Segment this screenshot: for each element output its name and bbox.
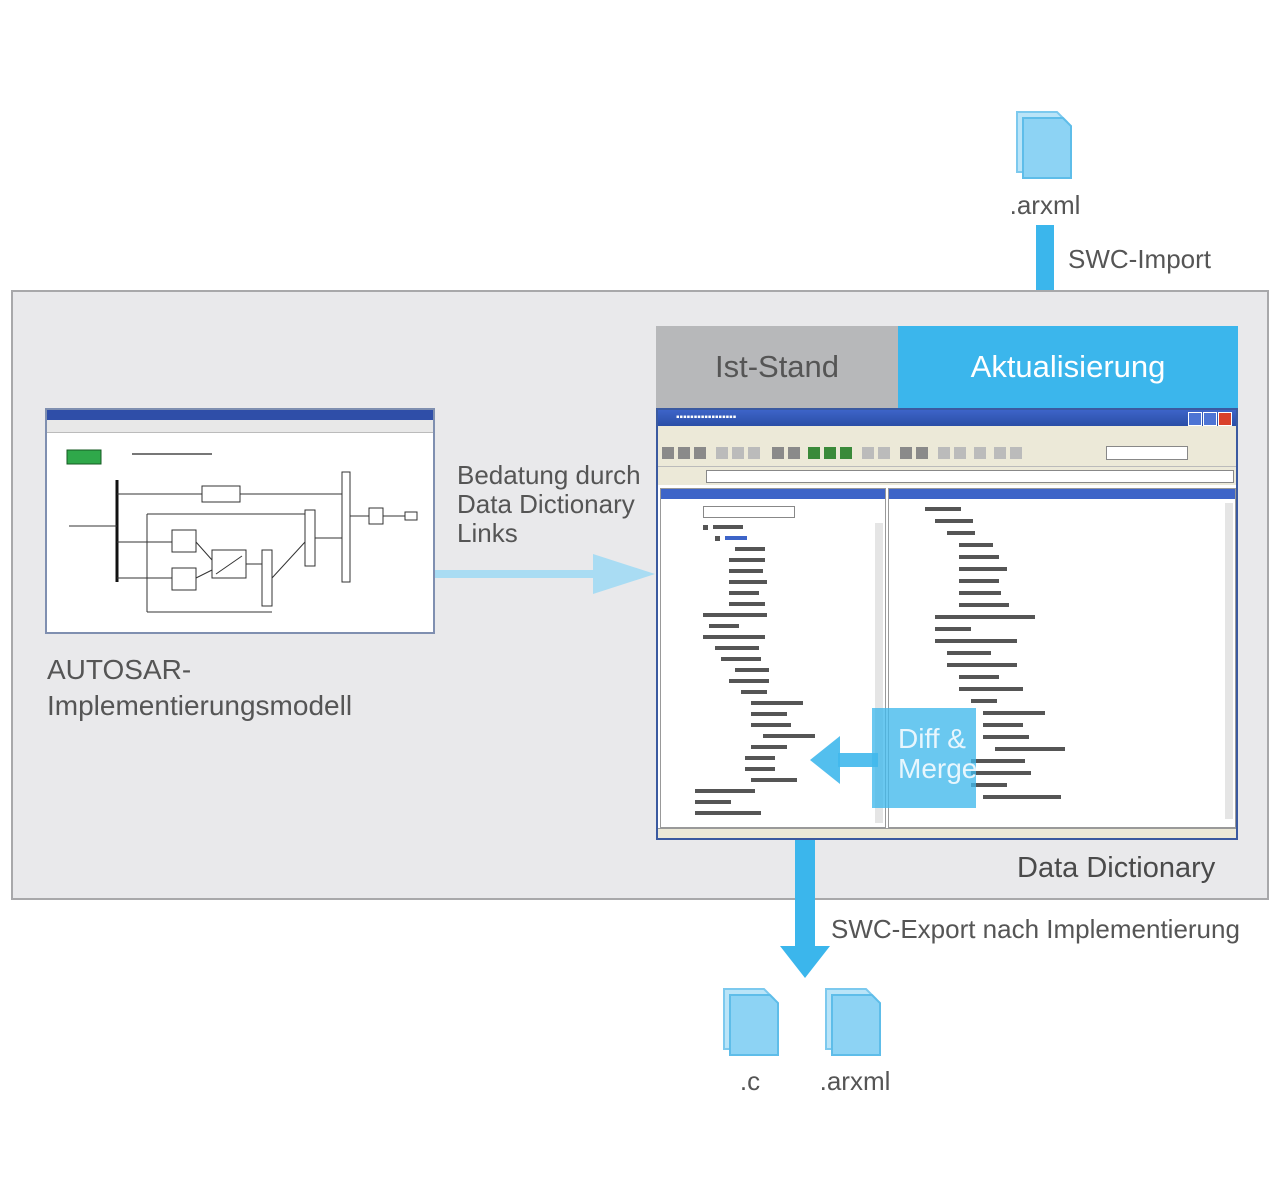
right-tree xyxy=(925,507,1065,799)
bedatung-label-line3: Links xyxy=(457,518,518,548)
left-tree xyxy=(695,525,815,815)
diff-merge-label-line2: Merge xyxy=(898,753,978,784)
dd-toolbar-dropdown xyxy=(1106,446,1188,460)
export-c-label: .c xyxy=(739,1066,761,1096)
autosar-model-window xyxy=(45,408,435,634)
autosar-label-line1: AUTOSAR- xyxy=(47,654,192,685)
right-pane-header xyxy=(889,489,1235,499)
dd-toolbar xyxy=(658,440,1236,467)
swc-export-label: SWC-Export nach Implementierung xyxy=(831,914,1240,944)
diff-merge-box xyxy=(872,708,976,808)
c-file-icon xyxy=(723,988,779,1056)
bedatung-label-line2: Data Dictionary xyxy=(457,489,635,519)
minimize-icon xyxy=(1188,412,1202,426)
tab-aktualisierung: Aktualisierung xyxy=(898,326,1238,408)
bedatung-arrow xyxy=(435,554,655,594)
left-pane-header xyxy=(661,489,885,499)
model-window-menubar xyxy=(47,420,433,433)
tab-ist-stand: Ist-Stand xyxy=(656,326,898,408)
dd-window-titlebar: ▪▪▪▪▪▪▪▪▪▪▪▪▪▪▪▪▪ xyxy=(658,410,1236,426)
dd-path-bar xyxy=(658,467,1236,485)
export-arxml-label: .arxml xyxy=(819,1066,891,1096)
left-pane-scrollbar xyxy=(875,523,883,823)
dd-status-bar xyxy=(658,828,1236,838)
diff-merge-label-line1: Diff & xyxy=(898,723,966,754)
right-pane-scrollbar xyxy=(1225,503,1233,819)
diff-merge-arrow xyxy=(810,736,878,784)
dd-menubar xyxy=(658,426,1236,440)
data-dictionary-label: Data Dictionary xyxy=(1017,852,1216,884)
close-icon xyxy=(1218,412,1232,426)
left-pane-filter xyxy=(703,506,795,518)
arxml-file-icon xyxy=(1016,111,1072,179)
import-file-label: .arxml xyxy=(1009,190,1081,220)
model-window-titlebar xyxy=(47,410,433,420)
swc-export-arrow xyxy=(780,840,830,978)
model-diagram xyxy=(66,449,418,613)
dd-left-tree-pane xyxy=(660,488,886,828)
swc-import-label: SWC-Import xyxy=(1068,244,1211,274)
maximize-icon xyxy=(1203,412,1217,426)
arxml-export-file-icon xyxy=(825,988,881,1056)
bedatung-label-line1: Bedatung durch xyxy=(457,460,641,490)
autosar-label-line2: Implementierungsmodell xyxy=(47,690,353,721)
dd-path-field xyxy=(706,470,1234,483)
